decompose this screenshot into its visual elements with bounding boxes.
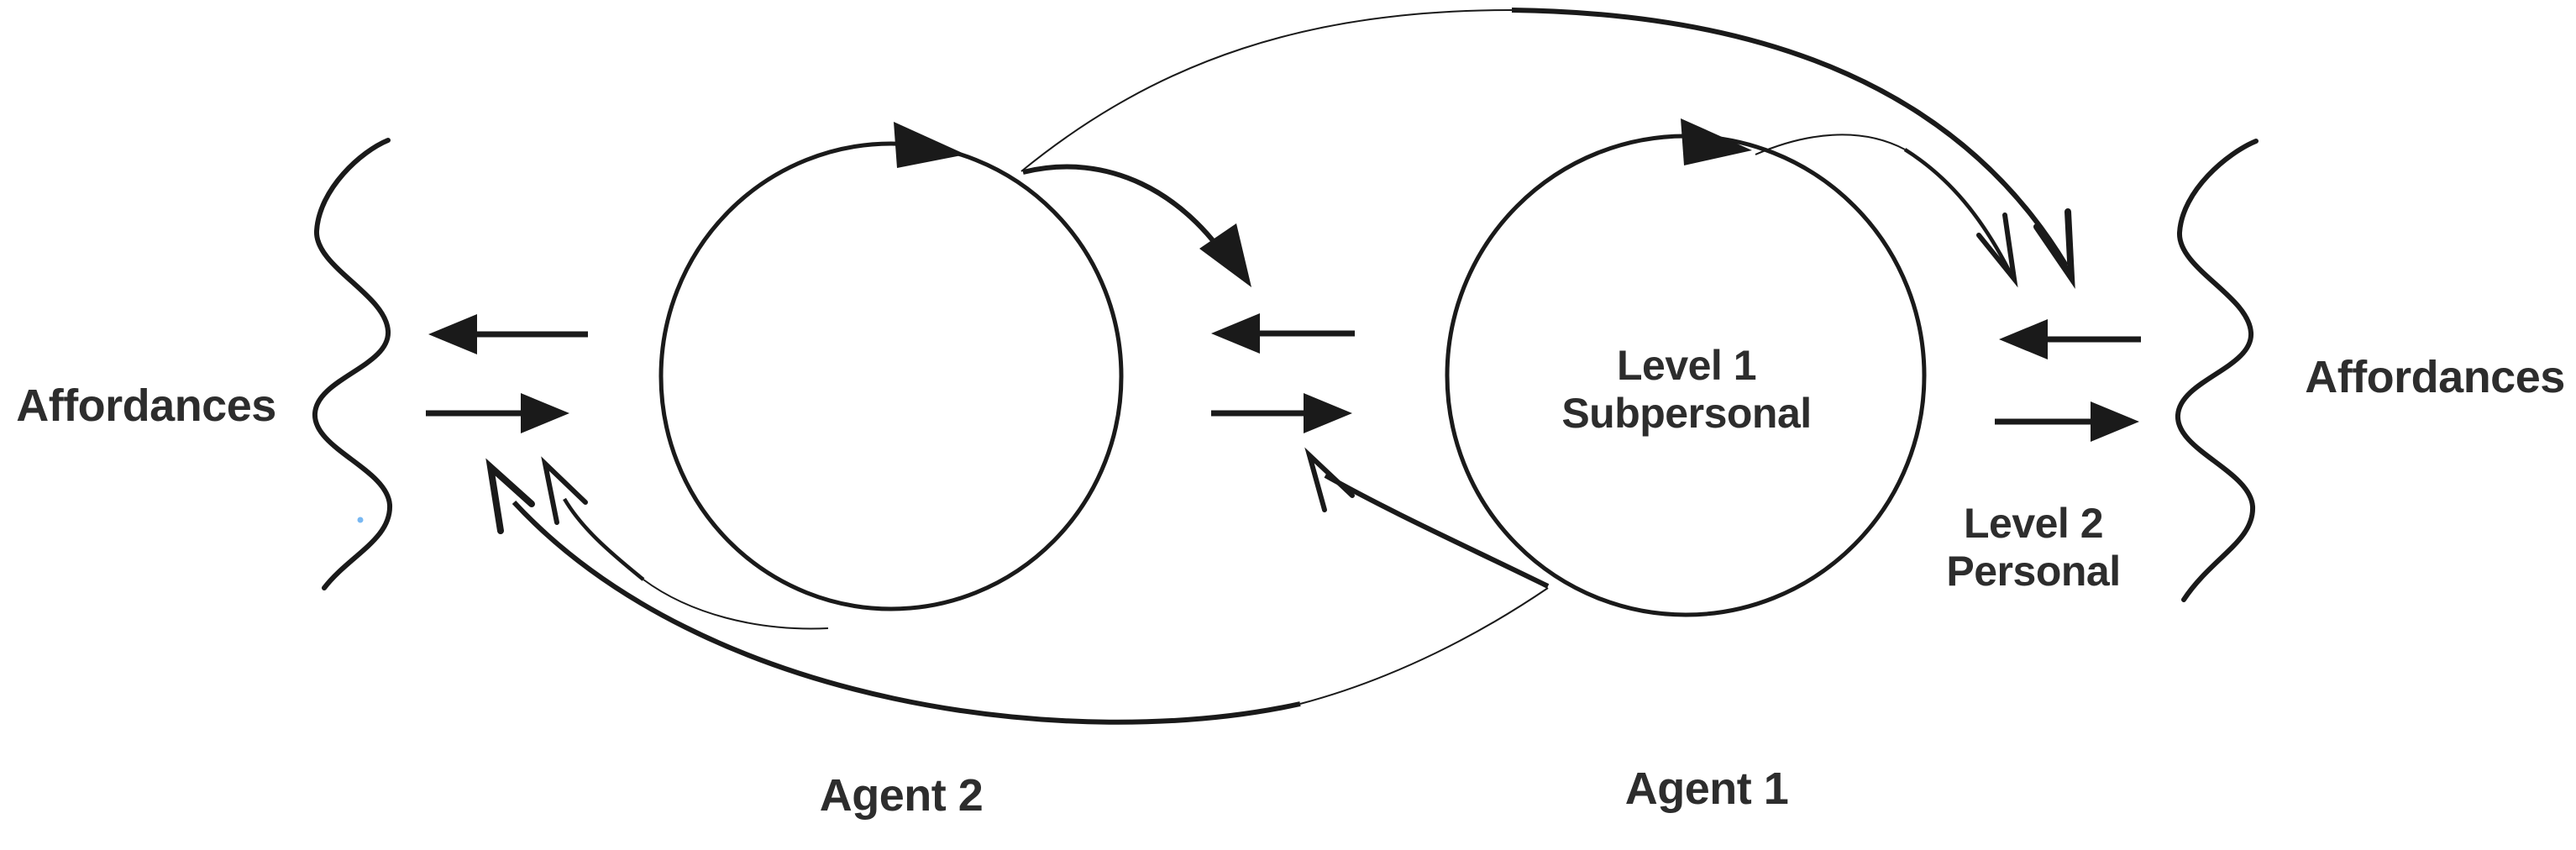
agent2-bottom-curve-thin	[643, 579, 829, 630]
long-top-arc-thick	[1511, 8, 2069, 267]
artifact-dot	[357, 517, 364, 523]
agent-2-label: Agent 2	[820, 770, 984, 821]
right-wavy-line	[2175, 139, 2259, 602]
affordances-left-label: Affordances	[16, 380, 276, 431]
agent-2-loop-arrowhead-icon	[894, 122, 966, 168]
mid-leftward-arrow	[1211, 313, 1355, 354]
arrowhead-right-icon	[1304, 393, 1352, 433]
agent1-top-curve	[1755, 134, 2018, 288]
arrowhead-up-icon	[541, 456, 588, 525]
left-wavy-line	[312, 138, 393, 590]
agent-1-inner-label-line2: Subpersonal	[1561, 390, 1811, 437]
arrowhead-down-icon	[1976, 212, 2018, 288]
right-environment: Level 2 Personal Affordances	[1946, 139, 2565, 602]
agent2-bottom-curve	[541, 456, 829, 630]
long-top-arc	[1020, 8, 2075, 290]
arrowhead-left-icon	[1211, 313, 1260, 354]
right-env-leftward-arrow	[1999, 319, 2141, 359]
agent-1-inner-label-line1: Level 1	[1617, 342, 1756, 389]
left-environment: Affordances	[16, 138, 588, 590]
agent-2-circle	[658, 141, 1124, 611]
agent1-top-curve-thin	[1755, 134, 1906, 155]
mid-rightward-arrow	[1211, 393, 1352, 433]
arrowhead-right-icon	[521, 393, 569, 433]
level2-label-line2: Personal	[1946, 548, 2120, 595]
long-bottom-arc	[485, 458, 1549, 725]
left-env-rightward-arrow	[426, 393, 569, 433]
middle-coupling	[1022, 164, 1550, 589]
affordances-right-label: Affordances	[2305, 352, 2565, 402]
agent-1-loop-arrowhead-icon	[1681, 118, 1752, 165]
arrowhead-up-left-icon	[1304, 447, 1355, 512]
agent2-top-short-curve	[1022, 164, 1251, 287]
level2-label-line1: Level 2	[1964, 500, 2103, 547]
agent-2-loop: Agent 2	[658, 122, 1124, 821]
arrowhead-down-right-icon	[1199, 223, 1251, 287]
agent1-bottom-short-curve	[1304, 447, 1550, 589]
long-bottom-arc-thick	[512, 500, 1301, 725]
right-env-rightward-arrow	[1995, 401, 2139, 442]
long-bottom-arc-thin	[1299, 587, 1549, 705]
left-env-leftward-arrow	[428, 314, 588, 354]
arrowhead-up-icon	[485, 458, 535, 534]
agent2-bottom-curve-thick	[563, 497, 645, 581]
long-top-arc-thin	[1020, 9, 1513, 172]
arrowhead-left-icon	[1999, 319, 2048, 359]
agent-1-label: Agent 1	[1625, 763, 1789, 814]
agent1-top-curve-thick	[1903, 148, 2011, 272]
agent-1-loop: Level 1 Subpersonal Agent 1	[1445, 118, 1927, 814]
arrowhead-left-icon	[428, 314, 477, 354]
arrowhead-right-icon	[2091, 401, 2139, 442]
arrowhead-down-icon	[2033, 208, 2075, 290]
